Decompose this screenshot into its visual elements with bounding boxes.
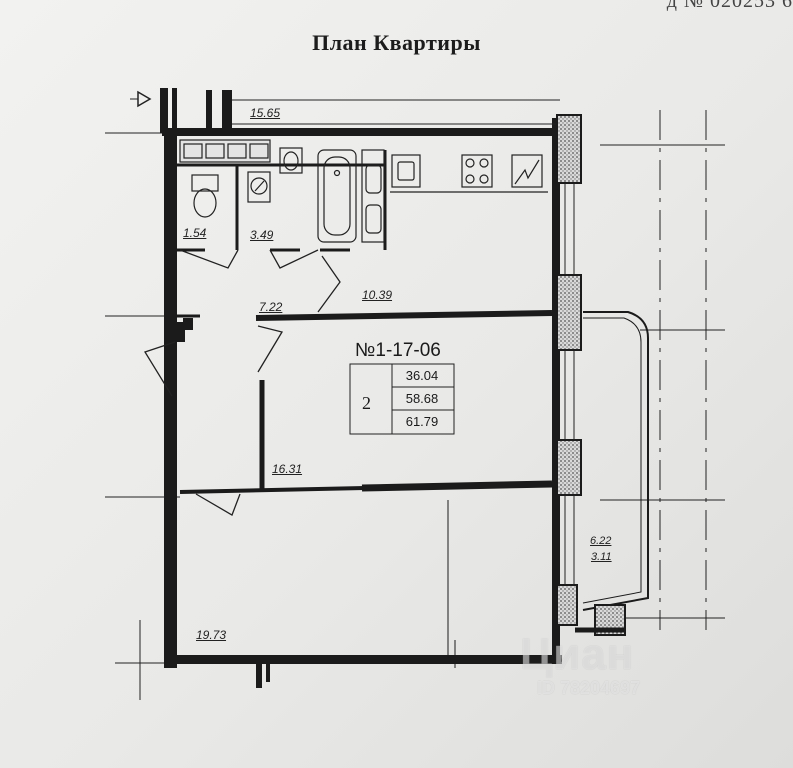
stat-living-area: 36.04 <box>405 368 439 383</box>
interior-walls <box>177 150 553 668</box>
area-label-balcony-full: 6.22 <box>590 535 612 547</box>
balcony <box>575 311 649 636</box>
page-title: План Квартиры <box>312 30 481 55</box>
area-label-wc: 1.54 <box>183 226 207 240</box>
kitchen-fixtures <box>361 149 548 243</box>
stat-total-with-balcony: 61.79 <box>405 414 439 429</box>
watermark-id: ID 78204697 <box>537 678 641 698</box>
window-piers <box>556 114 582 626</box>
wall-markers <box>177 318 193 342</box>
bathroom-fixtures <box>179 139 357 243</box>
door-swings <box>144 249 341 516</box>
exterior-walls <box>160 88 562 688</box>
area-label-balcony-reduced: 3.11 <box>591 551 612 563</box>
document-number: д № 020253 6 <box>666 0 793 12</box>
area-label-kitchen: 10.39 <box>362 288 393 302</box>
area-label-big-room: 19.73 <box>196 628 227 642</box>
area-label-bathroom: 3.49 <box>250 228 274 242</box>
area-label-room: 16.31 <box>272 462 303 476</box>
area-label-hall: 7.22 <box>259 300 283 314</box>
stat-total-area: 58.68 <box>405 391 439 406</box>
watermark-logo: Циан <box>520 630 635 679</box>
apartment-number: №1-17-06 <box>355 340 441 361</box>
area-label-corridor: 15.65 <box>250 106 281 120</box>
rooms-count: 2 <box>362 393 371 413</box>
stats-table <box>349 363 455 435</box>
entrance-arrow-icon <box>130 90 152 108</box>
